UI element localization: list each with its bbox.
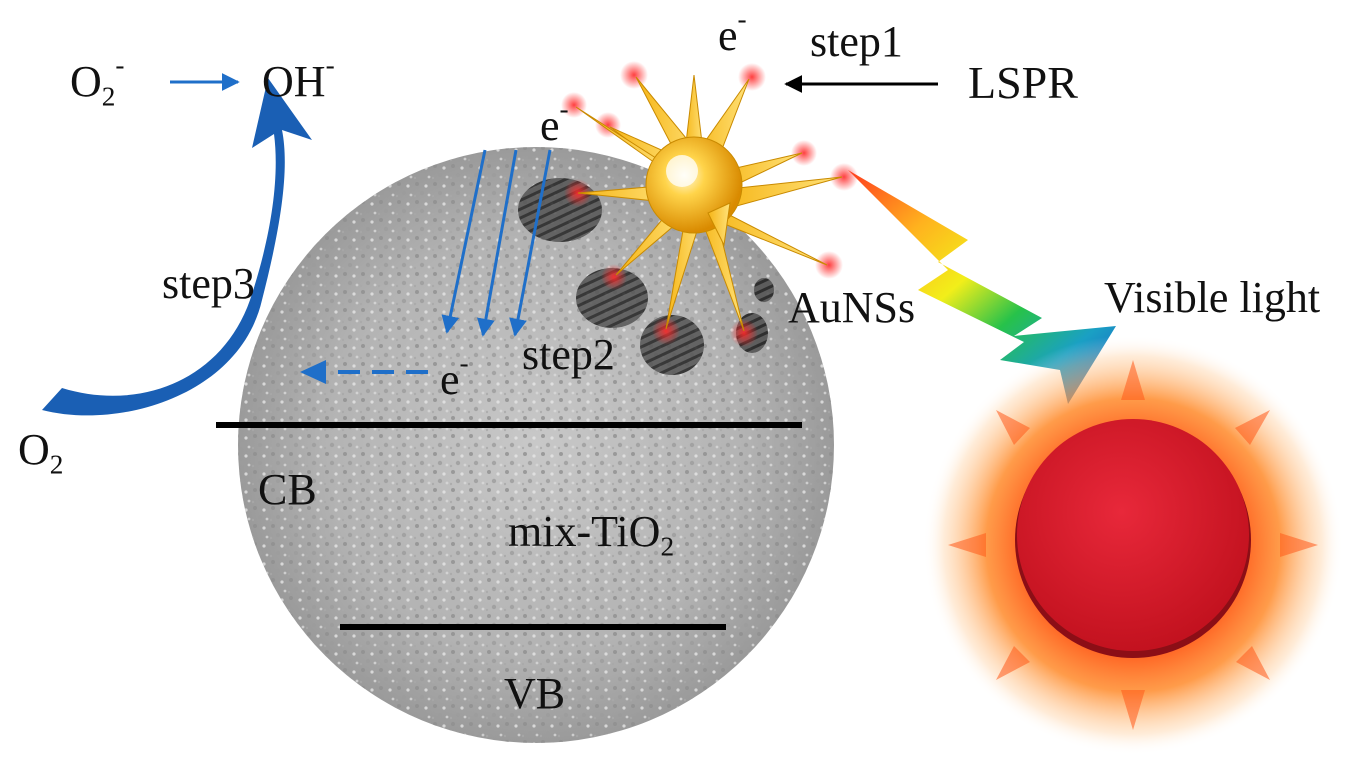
nanostar-label: AuNSs bbox=[788, 283, 916, 332]
material-label: mix-TiO2 bbox=[508, 507, 675, 562]
gold-nanostar bbox=[561, 61, 858, 347]
electron-label-mid: e- bbox=[540, 94, 569, 150]
lattice-domain bbox=[576, 268, 648, 328]
step1-label: step1 bbox=[810, 17, 903, 66]
oxygen-label: O2 bbox=[18, 425, 64, 480]
tio2-particle bbox=[238, 147, 834, 743]
electron-label-transfer: e- bbox=[440, 348, 469, 404]
lattice-domain bbox=[754, 278, 774, 302]
visible-light-label: Visible light bbox=[1104, 273, 1321, 322]
sun bbox=[923, 335, 1343, 755]
step3-curved-arrow bbox=[42, 78, 312, 416]
lightning-bolt bbox=[848, 170, 1116, 404]
electron-injection-arrows bbox=[441, 149, 552, 337]
electron-transfer-arrow bbox=[300, 360, 428, 384]
sun-flames bbox=[948, 360, 1318, 730]
superoxide-label: O2- bbox=[70, 50, 125, 112]
valence-band-label: VB bbox=[504, 669, 566, 718]
lspr-label: LSPR bbox=[968, 57, 1078, 108]
step2-label: step2 bbox=[522, 330, 615, 379]
electron-label-top: e- bbox=[718, 4, 747, 60]
conduction-band-label: CB bbox=[258, 465, 317, 514]
hydroxide-label: OH- bbox=[262, 50, 335, 106]
step3-label: step3 bbox=[162, 259, 255, 308]
